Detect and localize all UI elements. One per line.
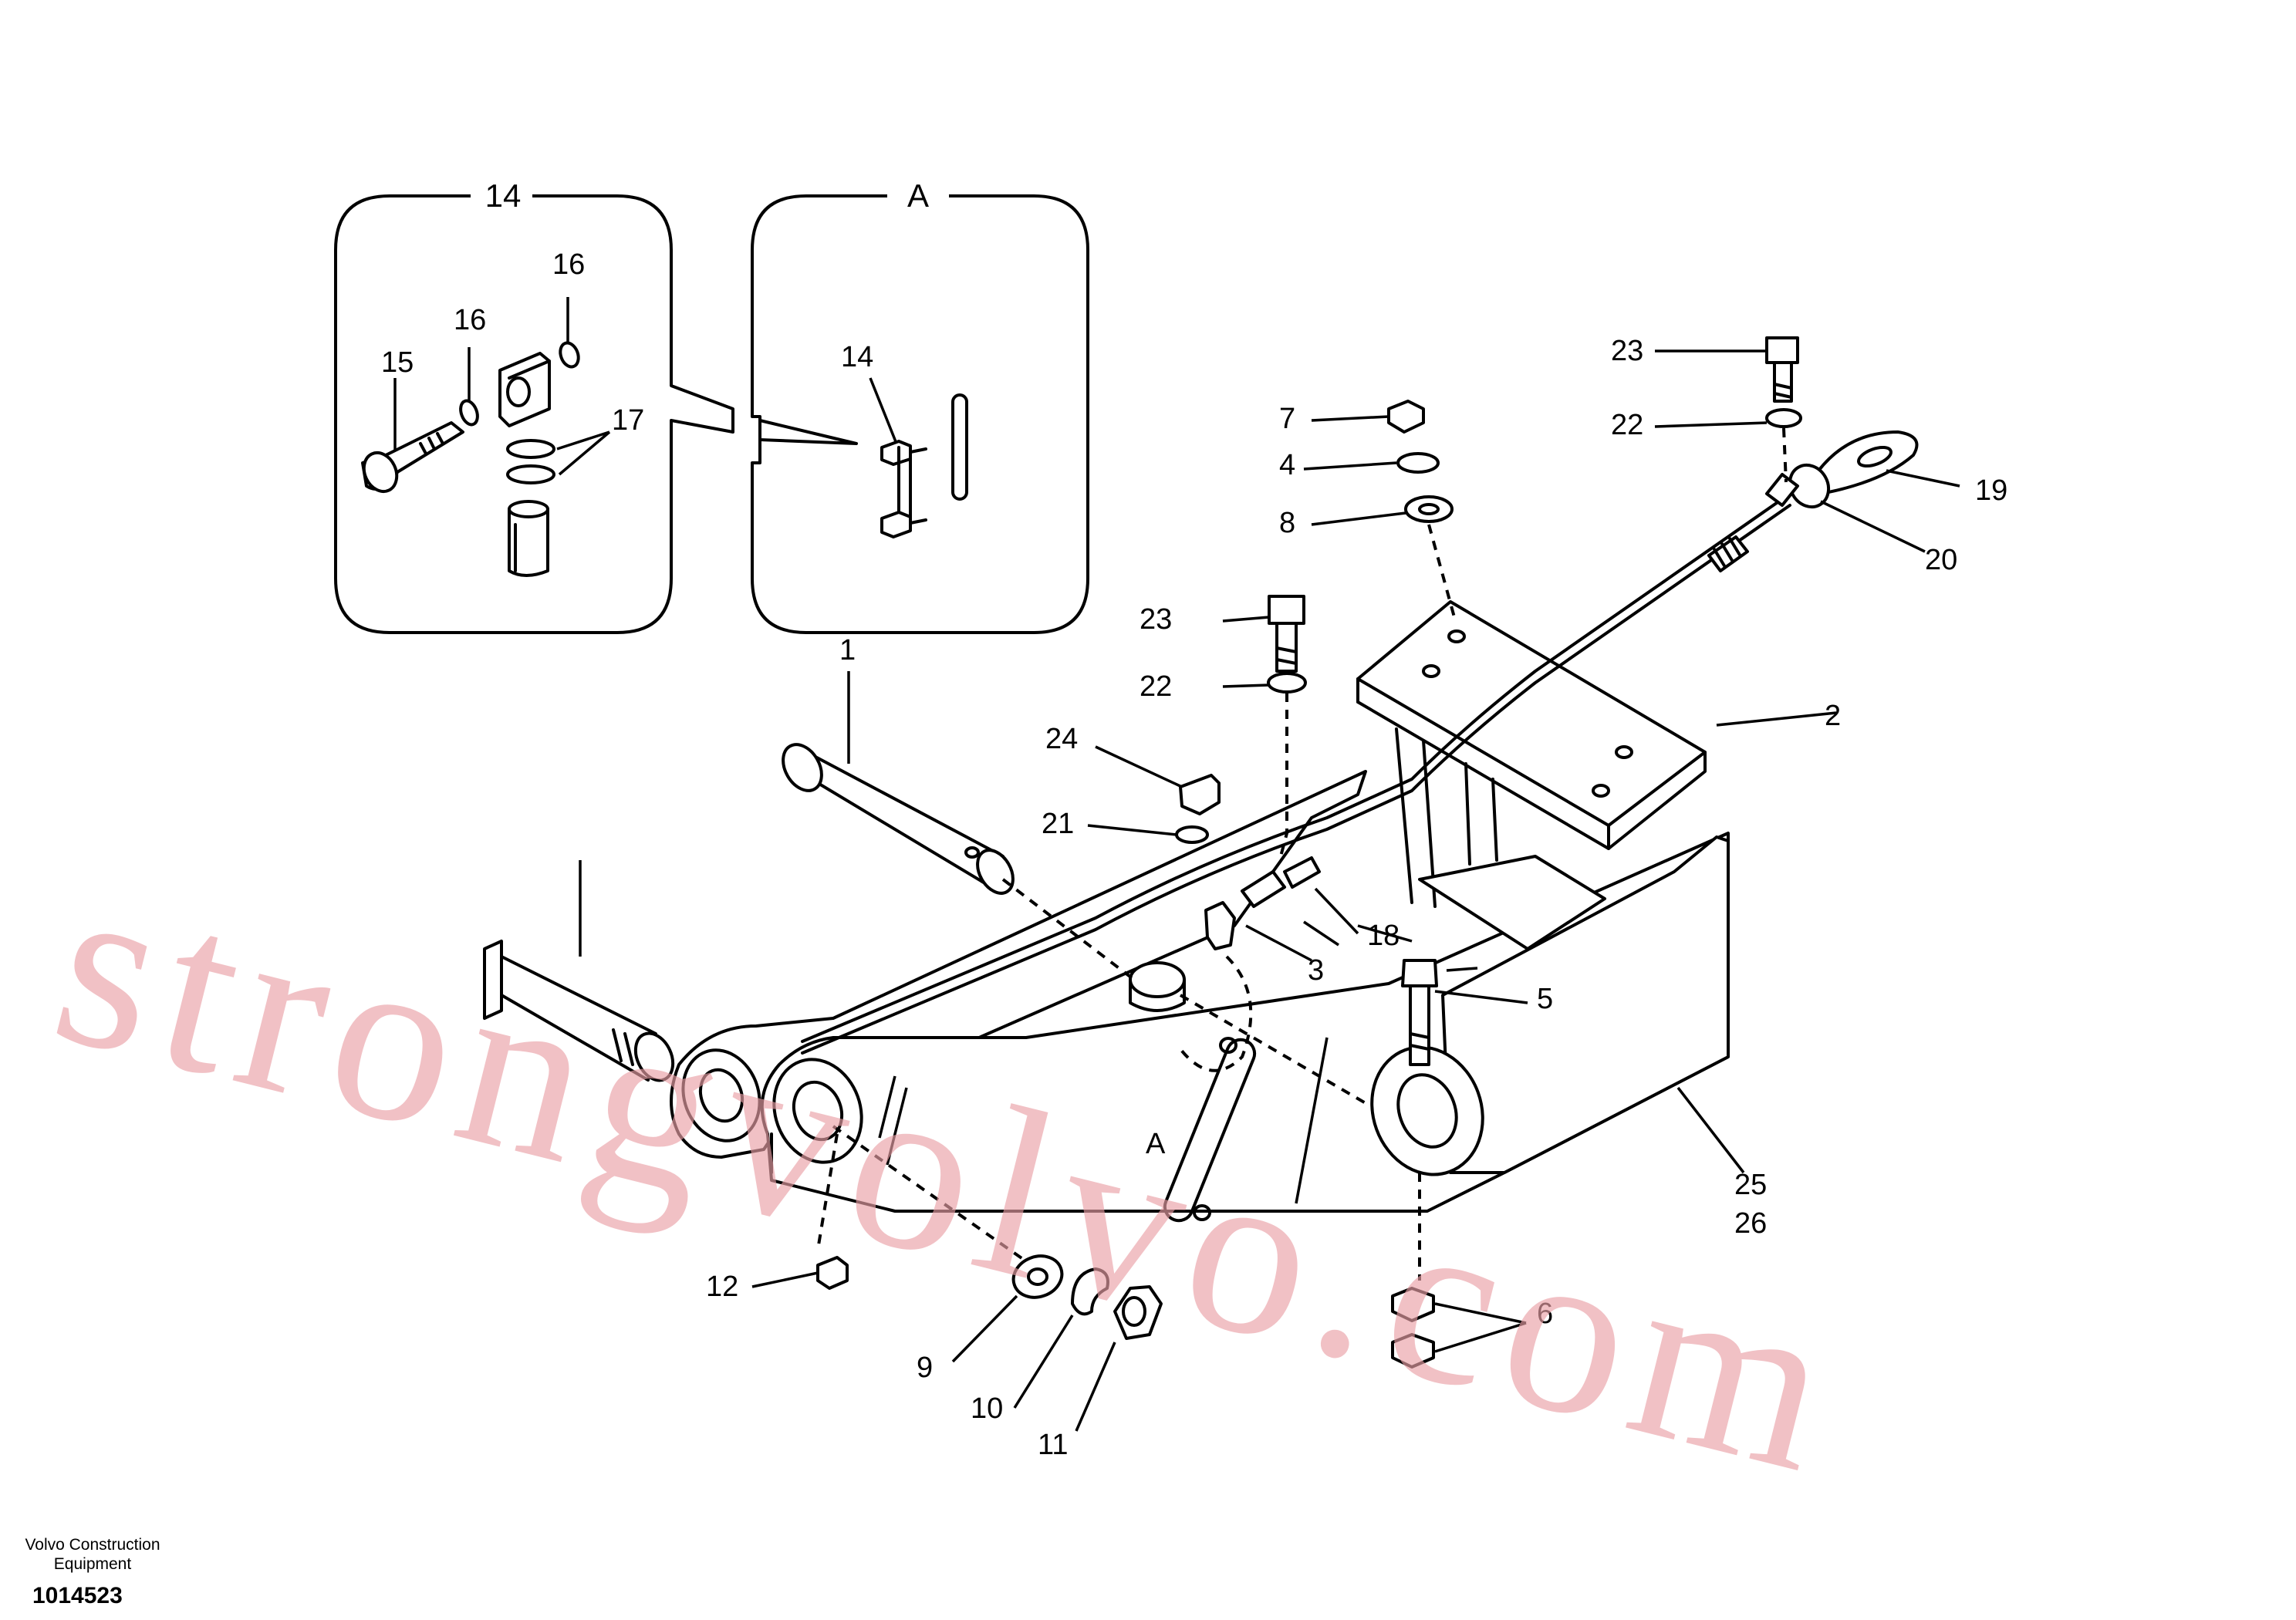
callout-17: 17 [612,404,644,437]
callout-22-lower: 22 [1140,670,1172,703]
callout-20: 20 [1925,544,1957,576]
detail-panel-a: A [751,177,1089,634]
callout-6: 6 [1537,1298,1553,1330]
callouts: 15 16 16 17 14 1 7 4 8 23 22 24 21 23 22… [381,248,2007,1461]
washer-22-lower [1267,672,1307,694]
callout-view-a: A [1146,1128,1166,1160]
callout-3: 3 [1308,954,1324,987]
pin-1-drawing [782,743,1015,895]
callout-15: 15 [381,346,414,379]
callout-12: 12 [706,1271,738,1303]
detail-label-14: 14 [485,177,522,214]
link-assembly-drawing [880,440,927,538]
detail-label-a: A [907,177,929,214]
callout-19: 19 [1975,474,2007,507]
callout-2: 2 [1825,700,1841,732]
plug-24 [1179,774,1221,815]
footer: Volvo Construction Equipment 1014523 [0,1535,185,1609]
washer-9 [1011,1254,1064,1299]
callout-25: 25 [1734,1169,1767,1201]
callout-11: 11 [1038,1429,1068,1461]
nut-6-lower [1391,1333,1435,1369]
elbow-3 [1204,901,1236,950]
callout-10: 10 [971,1392,1003,1425]
nut-6-upper [1391,1287,1435,1322]
washer-8 [1404,495,1454,523]
mounting-plate-2 [1356,600,1707,850]
hose-eye-19 [1811,430,1919,495]
o-ring-16-left [459,399,479,427]
grease-boss [1129,961,1186,998]
clamp-20 [1788,463,1831,509]
callout-23-upper: 23 [1611,335,1643,367]
banjo-fitting-drawing [498,352,551,427]
callout-16-right: 16 [552,248,585,281]
bolt-23-lower-drawing [1268,595,1305,673]
seal-21 [1175,825,1209,844]
bolt-5-drawing [1401,959,1438,1066]
cover-strip-drawing [951,393,968,501]
nut-7 [1387,400,1425,434]
boom-foot-assembly [483,336,1960,1432]
callout-21: 21 [1042,808,1074,840]
left-pivot-boss [681,1048,761,1142]
callout-5: 5 [1537,983,1553,1015]
banjo-bolt-15-drawing [361,421,464,494]
nut-11 [1113,1285,1163,1340]
callout-24: 24 [1045,723,1078,755]
bolt-23-upper-drawing [1765,336,1799,403]
o-ring-17-upper [506,439,555,459]
front-pivot-boss [772,1058,863,1164]
detail-panel-14: 14 [334,177,734,634]
grease-nipple-12 [816,1256,849,1290]
callout-16-left: 16 [454,304,486,336]
washer-4 [1396,452,1440,474]
callout-9: 9 [917,1352,933,1384]
washer-22-upper [1765,408,1802,428]
callout-4: 4 [1279,449,1295,481]
pipe-stub-drawing [508,500,549,577]
maker-name-line1: Volvo Construction [25,1536,160,1554]
callout-8: 8 [1279,507,1295,539]
callout-18: 18 [1367,920,1400,952]
callout-1: 1 [839,634,856,667]
document-number: 1014523 [32,1583,123,1608]
spring-washer-10 [1071,1267,1109,1316]
callout-7: 7 [1279,403,1295,435]
fitting-18 [1241,870,1286,908]
maker-name-line2: Equipment [53,1555,132,1573]
o-ring-17-lower [506,464,555,484]
rear-pivot-boss [1370,1045,1484,1176]
o-ring-16-right [559,341,580,369]
callout-22-upper: 22 [1611,409,1643,441]
callout-14: 14 [841,341,873,373]
pin-left-drawing [483,940,675,1082]
callout-26: 26 [1734,1207,1767,1240]
callout-23-lower: 23 [1140,603,1172,636]
